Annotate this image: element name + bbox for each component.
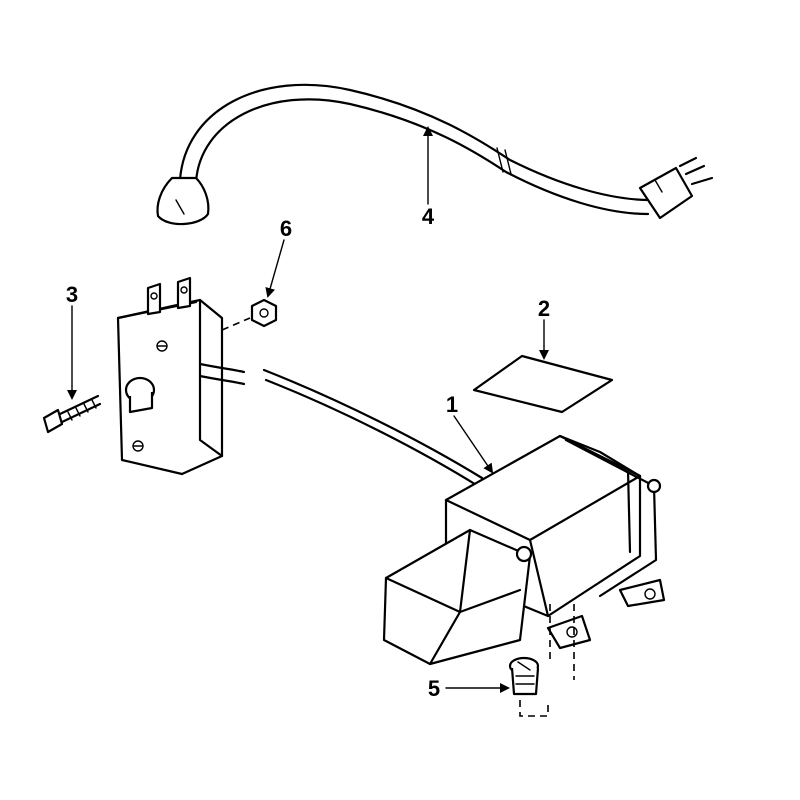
screw [42,394,102,434]
callout-1: 1 [446,392,458,417]
callout-2: 2 [538,296,550,321]
leader-1 [453,415,494,474]
callout-6: 6 [280,216,292,241]
callout-leaders [67,126,549,693]
callout-3: 3 [66,282,78,307]
nut [250,298,278,328]
decal [472,354,614,414]
callout-5: 5 [428,676,440,701]
leader-6 [265,239,285,298]
power-cord [156,83,714,226]
mounting-screw [508,656,540,696]
switch-assembly [116,276,251,476]
motor [262,368,666,717]
callout-4: 4 [422,204,435,229]
